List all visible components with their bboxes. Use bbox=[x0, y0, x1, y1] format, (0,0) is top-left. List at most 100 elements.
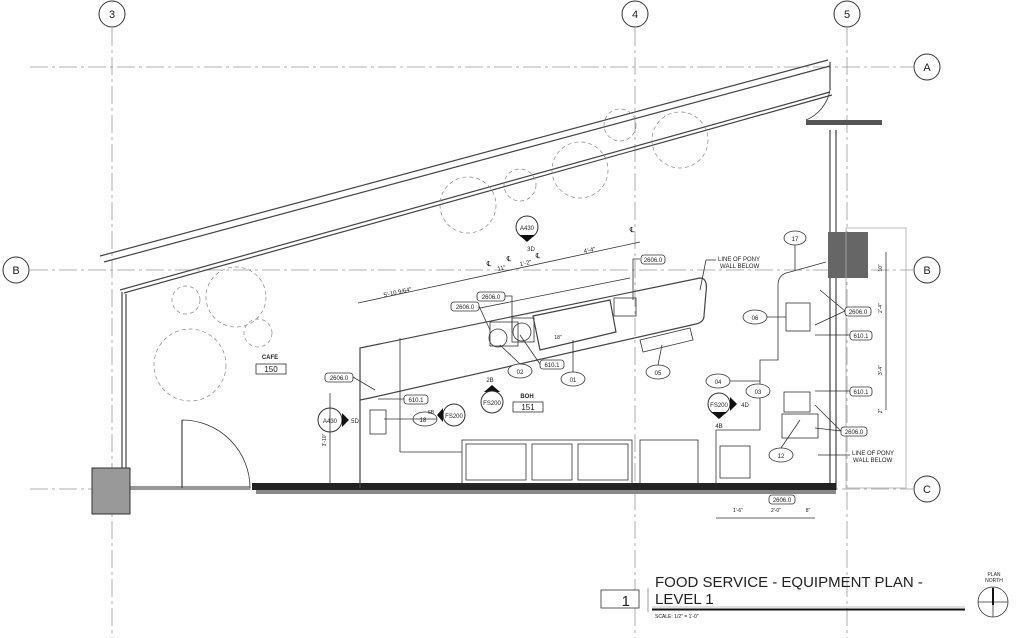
leader-lines bbox=[352, 245, 850, 449]
svg-text:FS200: FS200 bbox=[710, 403, 728, 409]
svg-text:5D: 5D bbox=[351, 419, 359, 425]
svg-text:610.1: 610.1 bbox=[408, 398, 424, 404]
svg-text:150: 150 bbox=[264, 365, 278, 374]
svg-text:02: 02 bbox=[517, 370, 524, 376]
room-tag-boh: BOH 151 bbox=[512, 394, 544, 413]
svg-text:4: 4 bbox=[632, 9, 638, 21]
callout-2606-f[interactable]: 2606.0 bbox=[840, 426, 868, 437]
svg-text:2B: 2B bbox=[486, 378, 493, 384]
section-marker-a430-5d[interactable]: A430 5D bbox=[317, 407, 360, 433]
north-arrow: PLAN NORTH bbox=[977, 572, 1009, 618]
svg-text:2606.0: 2606.0 bbox=[330, 376, 349, 382]
section-marker-fs200-6b[interactable]: FS200 6B bbox=[428, 403, 466, 427]
svg-text:WALL BELOW: WALL BELOW bbox=[853, 458, 893, 464]
svg-text:03: 03 bbox=[755, 390, 762, 396]
callout-610-b[interactable]: 610.1 bbox=[403, 394, 429, 405]
drawing-title-line2: LEVEL 1 bbox=[655, 591, 714, 608]
svg-text:B: B bbox=[12, 265, 19, 277]
callout-2606-g[interactable]: 2606.0 bbox=[768, 494, 796, 505]
svg-text:FS200: FS200 bbox=[483, 401, 501, 407]
svg-text:4D: 4D bbox=[741, 403, 749, 409]
svg-text:610.1: 610.1 bbox=[853, 390, 869, 396]
dim-2-0: 2'-0" bbox=[771, 508, 781, 514]
room-tag-cafe: CAFE 150 bbox=[255, 355, 287, 375]
section-marker-a430-3d[interactable]: A430 3D bbox=[515, 215, 539, 253]
svg-text:PLAN: PLAN bbox=[987, 572, 1000, 578]
svg-text:LINE OF PONY: LINE OF PONY bbox=[718, 257, 760, 263]
svg-text:4B: 4B bbox=[715, 424, 722, 430]
note-pony-wall-upper: LINE OF PONY WALL BELOW bbox=[699, 257, 760, 291]
grid-bubble-5: 5 bbox=[833, 0, 861, 28]
svg-text:5: 5 bbox=[844, 9, 850, 21]
dim-3-4: 3'-4" bbox=[878, 365, 884, 375]
grid-bubble-b-left: B bbox=[2, 256, 30, 284]
callout-2606-d[interactable]: 2606.0 bbox=[324, 372, 354, 383]
svg-text:WALL BELOW: WALL BELOW bbox=[720, 264, 760, 270]
note-pony-wall-lower: LINE OF PONY WALL BELOW bbox=[818, 451, 894, 464]
svg-text:17: 17 bbox=[792, 237, 799, 243]
equipment-tag-17[interactable]: 17 bbox=[783, 230, 807, 246]
svg-text:CAFE: CAFE bbox=[262, 355, 278, 361]
section-marker-fs200-2b[interactable]: FS200 2B bbox=[480, 378, 504, 414]
centerline-symbol: ℄ bbox=[629, 227, 635, 234]
callout-2606-a[interactable]: 2606.0 bbox=[450, 301, 480, 312]
section-marker-fs200-4d[interactable]: FS200 4D 4B bbox=[707, 392, 750, 430]
callout-2606-e[interactable]: 2606.0 bbox=[844, 306, 872, 317]
equipment-tag-04[interactable]: 04 bbox=[705, 373, 731, 389]
svg-text:6B: 6B bbox=[428, 410, 435, 416]
grid-bubble-3: 3 bbox=[98, 0, 126, 28]
svg-text:18: 18 bbox=[420, 418, 427, 424]
svg-text:3: 3 bbox=[109, 9, 115, 21]
dim-8: 8" bbox=[806, 508, 811, 514]
cafe-tables bbox=[153, 108, 709, 402]
drawing-number: 1 bbox=[622, 593, 630, 610]
dim-1-6: 1'-6" bbox=[733, 508, 743, 514]
svg-text:2606.0: 2606.0 bbox=[456, 305, 475, 311]
drawing-title-line1: FOOD SERVICE - EQUIPMENT PLAN - bbox=[655, 574, 923, 591]
svg-text:A: A bbox=[923, 62, 931, 74]
equipment-tag-06[interactable]: 06 bbox=[742, 309, 768, 325]
callout-610-a[interactable]: 610.1 bbox=[539, 359, 565, 370]
svg-text:C: C bbox=[923, 484, 931, 496]
dim-5-10: 5'-10 9/64" bbox=[383, 287, 412, 299]
svg-text:2606.0: 2606.0 bbox=[845, 430, 864, 436]
dimension-lines bbox=[329, 241, 887, 519]
equipment-tag-01[interactable]: 01 bbox=[560, 371, 586, 387]
centerline-symbol: ℄ bbox=[535, 253, 541, 260]
grid-lines bbox=[30, 28, 913, 638]
callout-2606-b[interactable]: 2606.0 bbox=[476, 291, 506, 302]
dim-10: 10" bbox=[878, 264, 884, 272]
svg-text:2606.0: 2606.0 bbox=[849, 310, 868, 316]
svg-text:06: 06 bbox=[752, 316, 759, 322]
service-counter bbox=[359, 261, 827, 488]
equipment-tag-03[interactable]: 03 bbox=[745, 383, 771, 399]
grid-bubble-a: A bbox=[913, 53, 941, 81]
svg-text:A430: A430 bbox=[520, 226, 535, 232]
grid-bubble-c: C bbox=[913, 475, 941, 503]
walls bbox=[91, 59, 907, 515]
dim-2-4: 2'-4" bbox=[878, 303, 884, 313]
svg-text:2606.0: 2606.0 bbox=[482, 295, 501, 301]
centerline-symbol: ℄ bbox=[486, 261, 492, 268]
svg-text:2606.0: 2606.0 bbox=[773, 498, 792, 504]
equipment-tag-12[interactable]: 12 bbox=[768, 447, 794, 463]
drawing-scale: SCALE: 1/2" = 1'-0" bbox=[655, 614, 699, 620]
svg-text:01: 01 bbox=[570, 378, 577, 384]
callout-610-c[interactable]: 610.1 bbox=[849, 330, 873, 341]
svg-text:04: 04 bbox=[715, 380, 722, 386]
callout-2606-c[interactable]: 2606.0 bbox=[640, 254, 666, 265]
svg-text:12: 12 bbox=[778, 454, 785, 460]
sink-row bbox=[461, 439, 751, 485]
equipment-tag-05[interactable]: 05 bbox=[645, 364, 671, 380]
dim-1-2: 1'-2" bbox=[519, 260, 532, 268]
dim-11: 11" bbox=[497, 265, 506, 273]
callout-610-d[interactable]: 610.1 bbox=[849, 386, 873, 397]
svg-text:05: 05 bbox=[655, 371, 662, 377]
svg-text:610.1: 610.1 bbox=[853, 334, 869, 340]
svg-text:NORTH: NORTH bbox=[985, 578, 1003, 584]
equipment-tag-02[interactable]: 02 bbox=[507, 363, 533, 379]
svg-text:BOH: BOH bbox=[520, 394, 533, 400]
centerline-symbol: ℄ bbox=[506, 256, 512, 263]
dim-4-4: 4'-4" bbox=[583, 247, 596, 255]
